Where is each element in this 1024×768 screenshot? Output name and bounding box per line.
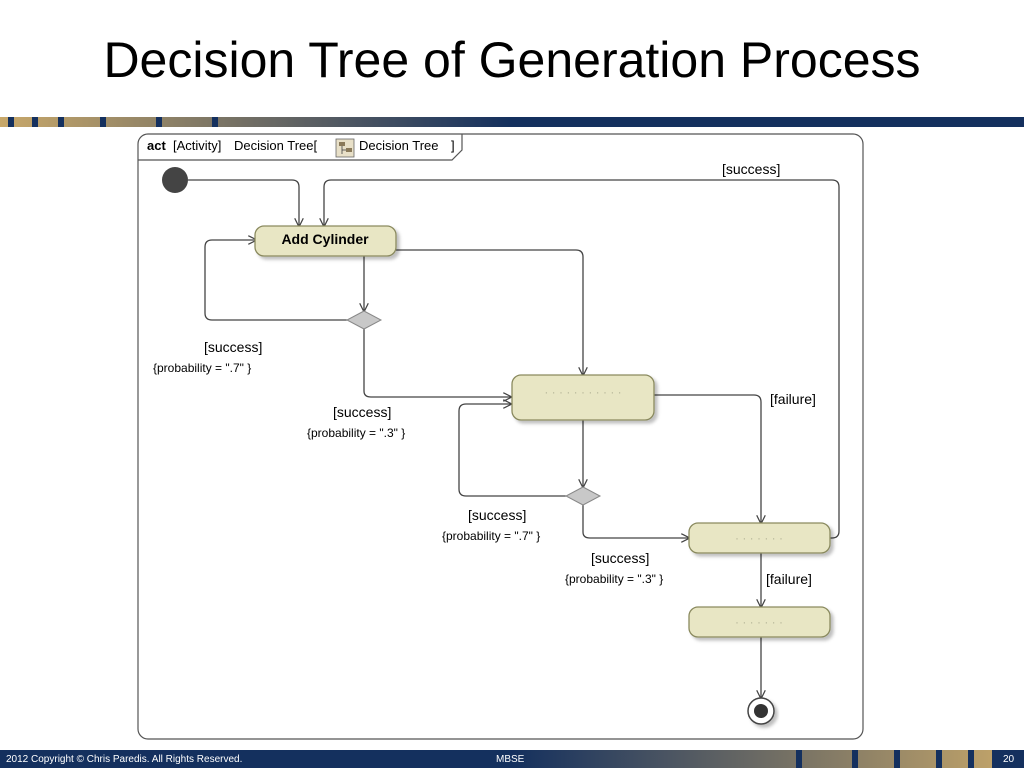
diagram-frame (137, 133, 864, 740)
action-add-cylinder[interactable]: Add Cylinder (254, 225, 397, 257)
footer-band (0, 750, 1024, 768)
action-2[interactable]: · · · · · · · · · · · (511, 374, 655, 421)
top-decorative-band (0, 117, 1024, 127)
probability-2: {probability = ".3" } (307, 426, 405, 440)
action-label: · · · · · · · (735, 615, 783, 629)
frame-close-bracket: ] (451, 138, 455, 153)
frame-name-suffix: Decision Tree (359, 138, 438, 153)
action-label: · · · · · · · · · · · (544, 385, 621, 399)
probability-4: {probability = ".3" } (565, 572, 663, 586)
decision-node-1 (345, 310, 383, 330)
action-label: · · · · · · · (735, 531, 783, 545)
frame-name-tab (138, 134, 463, 161)
footer-page-number: 20 (1003, 754, 1015, 765)
footer-copyright: 2012 Copyright © Chris Paredis. All Righ… (6, 754, 243, 765)
probability-3: {probability = ".7" } (442, 529, 540, 543)
guard-success-2: [success] (333, 404, 391, 420)
action-label: Add Cylinder (281, 231, 369, 247)
edge-decision-2-to-action-3 (582, 505, 689, 538)
edge-top-success-loop (324, 179, 840, 539)
initial-node (162, 167, 188, 193)
activity-diagram-icon (335, 138, 355, 158)
edge-add-cylinder-to-action-2 (396, 249, 583, 375)
action-4[interactable]: · · · · · · · (688, 606, 831, 638)
guard-top-success: [success] (722, 161, 780, 177)
guard-failure-1: [failure] (770, 391, 816, 407)
edge-initial-to-add-cylinder (188, 179, 299, 226)
action-3[interactable]: · · · · · · · (688, 522, 831, 554)
guard-failure-2: [failure] (766, 571, 812, 587)
frame-type: [Activity] (173, 138, 221, 153)
footer-center-label: MBSE (496, 754, 525, 765)
edge-decision-1-loop (204, 240, 347, 321)
edge-decision-2-loop (458, 404, 566, 497)
guard-success-4: [success] (591, 550, 649, 566)
guard-success-1: [success] (204, 339, 262, 355)
guard-success-3: [success] (468, 507, 526, 523)
decision-node-2 (564, 486, 602, 506)
edge-action-2-failure (654, 394, 761, 523)
edge-decision-1-to-action-2 (363, 329, 511, 397)
activity-final-node (747, 697, 775, 725)
slide-title: Decision Tree of Generation Process (103, 32, 921, 88)
frame-name-prefix: Decision Tree[ (234, 138, 317, 153)
probability-1: {probability = ".7" } (153, 361, 251, 375)
frame-kind: act (147, 138, 166, 153)
